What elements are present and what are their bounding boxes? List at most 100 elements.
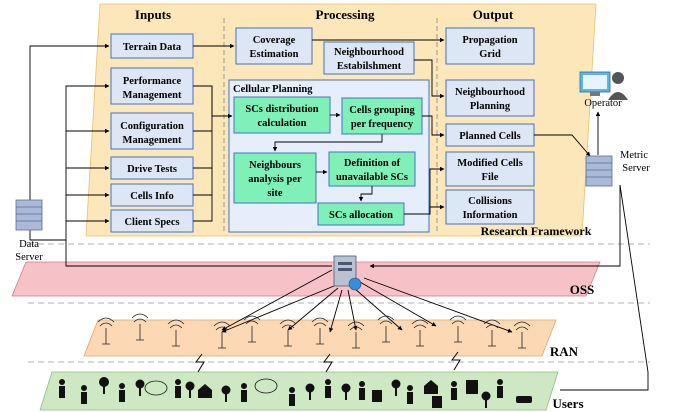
house-icon xyxy=(198,384,212,398)
antenna-icon xyxy=(347,321,365,349)
output-collisions-line1: Collisions xyxy=(468,196,512,207)
cells-grouping-line1: Cells grouping xyxy=(349,105,415,116)
scs-distribution-box[interactable] xyxy=(233,96,331,134)
person-icon xyxy=(81,385,87,404)
antenna-icon xyxy=(213,321,231,349)
neighbours-analysis-line1: Neighbours xyxy=(249,160,301,171)
metric-server-icon xyxy=(585,155,613,187)
scs-distribution-line1: SCs distribution xyxy=(245,104,318,115)
output-neighbourhood-line1: Neighbourhood xyxy=(455,87,525,98)
coverage-label-line1: Coverage xyxy=(253,35,296,46)
input-label-configuration-line1: Configuration xyxy=(120,121,184,132)
input-label-terrain-data: Terrain Data xyxy=(123,42,182,53)
output-header: Output xyxy=(473,7,514,22)
operator-label: Operator xyxy=(584,98,622,109)
inputs-header: Inputs xyxy=(135,7,171,22)
cellular-planning-title: Cellular Planning xyxy=(233,84,313,95)
input-box-configuration-management[interactable] xyxy=(110,112,194,150)
output-modified-line1: Modified Cells xyxy=(457,158,523,169)
output-neighbourhood-line2: Planning xyxy=(470,101,511,112)
research-framework-label: Research Framework xyxy=(481,224,592,238)
oss-label: OSS xyxy=(570,282,595,297)
antenna-icon xyxy=(449,315,467,343)
wireless-link-icons xyxy=(195,351,461,373)
processing-header: Processing xyxy=(316,7,375,22)
output-modified-line2: File xyxy=(482,172,499,183)
ran-label: RAN xyxy=(550,344,579,359)
antenna-icon xyxy=(167,319,185,347)
tree-icon xyxy=(391,379,401,396)
output-box-neighbourhood-planning[interactable] xyxy=(445,79,535,117)
antenna-icon xyxy=(411,319,429,347)
person-icon xyxy=(175,379,181,398)
antenna-icon xyxy=(513,321,531,349)
cells-grouping-line2: per frequency xyxy=(351,119,414,130)
definition-unavailable-line2: unavailable SCs xyxy=(336,172,408,183)
person-icon xyxy=(325,379,331,398)
coverage-estimation-box[interactable] xyxy=(235,27,313,65)
person-icon xyxy=(59,379,65,398)
definition-unavailable-box[interactable] xyxy=(328,151,416,187)
building-icon xyxy=(466,380,478,394)
neighbours-analysis-line3: site xyxy=(267,188,283,199)
antenna-icon xyxy=(483,319,501,347)
input-label-performance-line1: Performance xyxy=(123,76,182,87)
tree-icon xyxy=(185,381,195,398)
input-label-performance-line2: Management xyxy=(123,90,182,101)
tree-icon xyxy=(341,383,351,400)
car-icon xyxy=(516,396,532,403)
scs-allocation-label: SCs allocation xyxy=(329,210,393,221)
scs-distribution-line2: calculation xyxy=(258,118,307,129)
antenna-icons xyxy=(97,313,531,349)
output-propagation-line2: Grid xyxy=(479,49,501,60)
person-icon xyxy=(289,387,295,406)
neighbours-analysis-box[interactable] xyxy=(233,152,317,204)
input-label-cells-info: Cells Info xyxy=(130,191,173,202)
antenna-icon xyxy=(377,315,395,343)
building-icon xyxy=(372,390,382,402)
output-planned-cells: Planned Cells xyxy=(459,131,521,142)
oss-server-icon xyxy=(333,255,362,291)
output-box-propagation-grid[interactable] xyxy=(445,27,535,65)
input-label-drive-tests: Drive Tests xyxy=(127,164,177,175)
person-icon xyxy=(119,383,125,402)
data-server-label-line1: Data xyxy=(19,239,39,250)
neighbourhood-label-line1: Neighbourhood xyxy=(334,47,404,58)
input-label-client-specs: Client Specs xyxy=(124,217,179,228)
users-label: Users xyxy=(552,396,583,411)
tree-icon xyxy=(135,379,145,396)
building-icon xyxy=(432,396,442,408)
antenna-icon xyxy=(131,313,149,341)
antenna-icon xyxy=(97,317,115,345)
metric-server-label-line1: Metric xyxy=(620,150,648,161)
metric-server-label-line2: Server xyxy=(622,163,650,174)
definition-unavailable-line1: Definition of xyxy=(344,158,401,169)
lake-icon xyxy=(254,378,278,394)
tree-icon xyxy=(305,383,315,400)
neighbourhood-establishment-box[interactable] xyxy=(323,41,415,75)
house-icon xyxy=(424,380,438,394)
tree-icon xyxy=(221,385,231,402)
data-server-label-line2: Server xyxy=(15,252,43,263)
person-icon xyxy=(407,385,413,404)
output-box-modified-cells-file[interactable] xyxy=(445,151,535,187)
users-band xyxy=(39,371,559,411)
antenna-icon xyxy=(279,319,297,347)
connectors xyxy=(29,37,649,391)
input-label-configuration-line2: Management xyxy=(123,135,182,146)
user-icons xyxy=(59,377,532,408)
antenna-icon xyxy=(243,315,261,343)
coverage-label-line2: Estimation xyxy=(249,49,298,60)
lake-icon xyxy=(144,380,168,396)
data-server-icon xyxy=(15,199,43,231)
operator-icon xyxy=(579,71,628,100)
person-icon xyxy=(359,381,365,400)
antenna-icon xyxy=(311,317,329,345)
oss-band xyxy=(11,261,601,297)
person-icon xyxy=(241,383,247,402)
tree-icon xyxy=(99,377,109,394)
output-box-collisions-information[interactable] xyxy=(445,189,535,225)
output-collisions-line2: Information xyxy=(463,210,518,221)
person-icon xyxy=(497,379,503,398)
neighbourhood-label-line2: Estabilshment xyxy=(337,61,402,72)
